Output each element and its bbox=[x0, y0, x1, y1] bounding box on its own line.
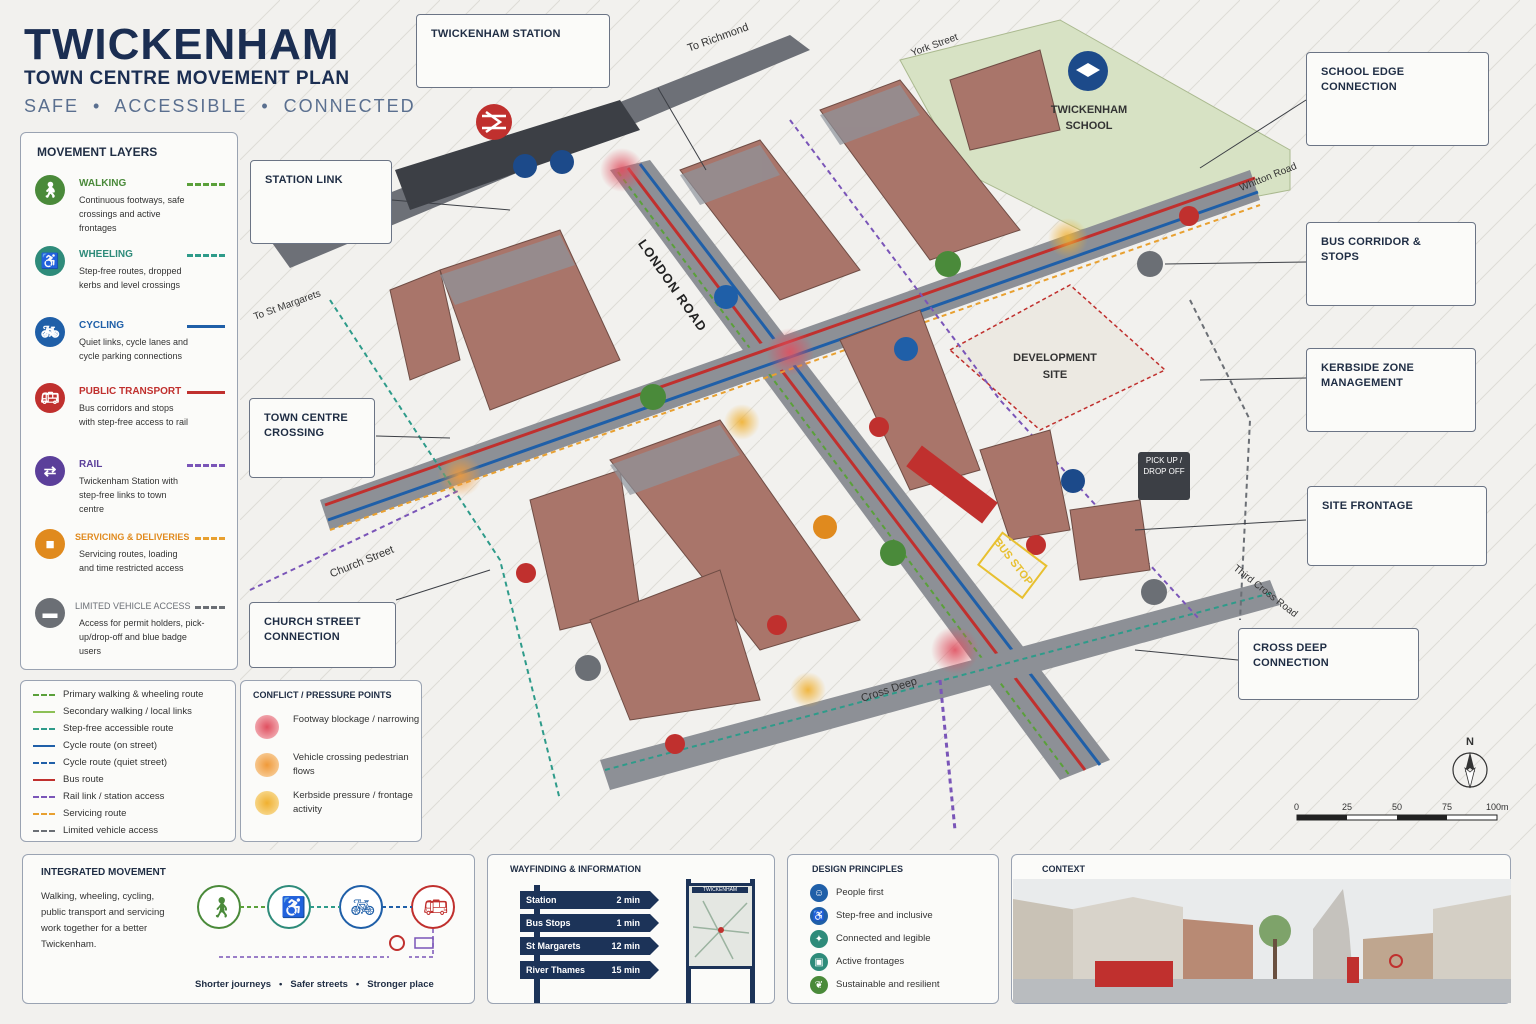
design-principles-panel: DESIGN PRINCIPLES ☺People first ♿Step-fr… bbox=[787, 854, 999, 1004]
van-icon: ■ bbox=[35, 529, 65, 559]
development-site-area bbox=[948, 284, 1167, 431]
scale-tick: 25 bbox=[1342, 802, 1353, 812]
pedestrian-icon: 🚶︎ bbox=[35, 175, 65, 205]
integrated-footer: Shorter journeys•Safer streets•Stronger … bbox=[195, 979, 434, 990]
scale-tick: 100m bbox=[1486, 802, 1509, 812]
pressure-point bbox=[1048, 218, 1088, 258]
car-icon: ▬ bbox=[35, 598, 65, 628]
page-title: TWICKENHAM bbox=[24, 20, 340, 69]
legend-item: Cycle route (on street) bbox=[33, 738, 243, 754]
scale-tick: 75 bbox=[1442, 802, 1453, 812]
design-principles-heading: DESIGN PRINCIPLES bbox=[812, 864, 904, 874]
info-board-title: TWICKENHAM bbox=[692, 887, 748, 893]
wheelchair-icon: ♿ bbox=[281, 897, 306, 919]
shopfront-icon: ▣ bbox=[810, 953, 828, 971]
bicycle-icon: 🚲︎ bbox=[350, 897, 376, 919]
legend-item: Secondary walking / local links bbox=[33, 704, 243, 720]
pressure-point bbox=[438, 453, 482, 497]
context-panel: CONTEXT bbox=[1011, 854, 1511, 1004]
bus bbox=[906, 445, 998, 524]
integrated-movement-panel: INTEGRATED MOVEMENT Walking, wheeling, c… bbox=[22, 854, 475, 1004]
movement-layers-heading: MOVEMENT LAYERS bbox=[37, 145, 158, 159]
pressure-point bbox=[724, 404, 760, 440]
bus-icon: 🚌︎ bbox=[35, 383, 65, 413]
legend-item: Rail link / station access bbox=[33, 789, 243, 805]
callout-cross-deep: CROSS DEEP CONNECTION bbox=[1238, 628, 1419, 700]
legend-item: Bus route bbox=[33, 772, 243, 788]
pedestrian-icon: 🚶︎ bbox=[209, 897, 235, 919]
callout-site-frontage: SITE FRONTAGE bbox=[1307, 486, 1487, 566]
pick-up-label: PICK UP / DROP OFF bbox=[1143, 456, 1185, 476]
callout-station-link: STATION LINK bbox=[250, 160, 392, 244]
school-label: TWICKENHAM SCHOOL bbox=[1050, 104, 1128, 132]
pressure-point bbox=[790, 672, 826, 708]
info-board: TWICKENHAM bbox=[682, 879, 760, 1003]
callout-station: TWICKENHAM STATION bbox=[416, 14, 610, 88]
pressure-point bbox=[931, 626, 979, 674]
info-board-map bbox=[693, 900, 749, 960]
callout-school-edge: SCHOOL EDGE CONNECTION bbox=[1306, 52, 1489, 146]
page-tagline: SAFE • ACCESSIBLE • CONNECTED bbox=[24, 96, 416, 116]
bus-icon: 🚌︎ bbox=[423, 897, 449, 919]
rail-icon: ⇄ bbox=[35, 456, 65, 486]
wheelchair-icon: ♿ bbox=[35, 246, 65, 276]
wayfinding-heading: WAYFINDING & INFORMATION bbox=[510, 864, 641, 874]
legend-item: Step-free accessible route bbox=[33, 721, 243, 737]
leaf-icon: ❦ bbox=[810, 976, 828, 994]
callout-bus-corridor: BUS CORRIDOR & STOPS bbox=[1306, 222, 1476, 306]
context-heading: CONTEXT bbox=[1042, 864, 1086, 874]
rail-logo-icon bbox=[476, 104, 512, 140]
callout-church-street: CHURCH STREET CONNECTION bbox=[249, 602, 396, 668]
scale-bar bbox=[1296, 814, 1498, 821]
conflict-heading: CONFLICT / PRESSURE POINTS bbox=[253, 690, 392, 700]
pressure-point bbox=[600, 148, 644, 192]
callout-kerbside: KERBSIDE ZONE MANAGEMENT bbox=[1306, 348, 1476, 432]
development-site-label: DEVELOPMENT SITE bbox=[1013, 352, 1097, 381]
legend-item: Limited vehicle access bbox=[33, 823, 243, 839]
integrated-heading: INTEGRATED MOVEMENT bbox=[41, 867, 166, 878]
wheelchair-icon: ♿ bbox=[810, 907, 828, 925]
legend-item: Cycle route (quiet street) bbox=[33, 755, 243, 771]
pressure-point bbox=[766, 328, 814, 376]
scale-tick: 0 bbox=[1294, 802, 1300, 812]
page-subtitle: TOWN CENTRE MOVEMENT PLAN bbox=[24, 68, 350, 89]
bicycle-icon: 🚲︎ bbox=[35, 317, 65, 347]
north-label: N bbox=[1466, 736, 1474, 748]
conflict-points-panel: CONFLICT / PRESSURE POINTS Footway block… bbox=[240, 680, 422, 842]
london-road bbox=[610, 160, 1110, 780]
legend-item: Servicing route bbox=[33, 806, 243, 822]
people-icon: ☺ bbox=[810, 884, 828, 902]
line-legend-panel: Primary walking & wheeling route Seconda… bbox=[20, 680, 236, 842]
network-icon: ✦ bbox=[810, 930, 828, 948]
callout-town-centre-crossing: TOWN CENTRE CROSSING bbox=[249, 398, 375, 478]
map-icon-markers bbox=[513, 150, 1199, 754]
scale-tick: 50 bbox=[1392, 802, 1403, 812]
integrated-diagram bbox=[197, 885, 455, 958]
movement-layers-panel: MOVEMENT LAYERS 🚶︎ WALKING Continuous fo… bbox=[20, 132, 238, 670]
integrated-text: Walking, wheeling, cycling, public trans… bbox=[41, 891, 165, 950]
legend-item: Primary walking & wheeling route bbox=[33, 687, 243, 703]
context-street-scene bbox=[1013, 879, 1511, 1003]
